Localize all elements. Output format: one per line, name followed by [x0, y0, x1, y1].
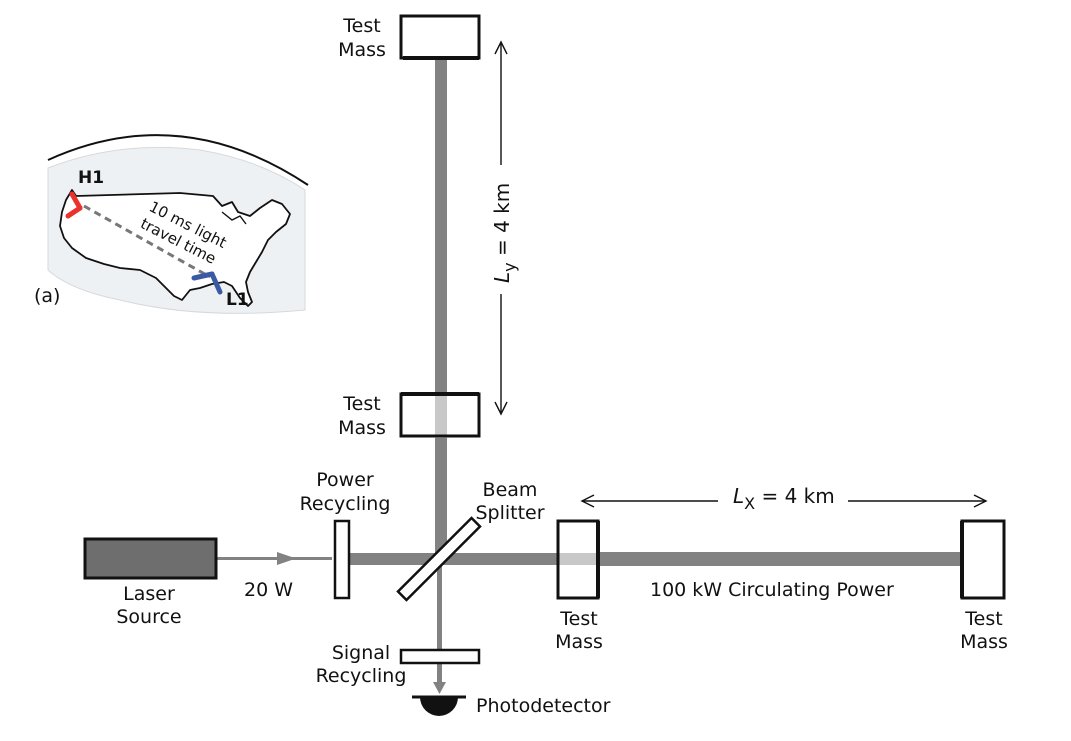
power-recycling-label-2: Recycling: [300, 493, 391, 515]
travel-time-dashed-line: [83, 204, 211, 279]
photodetector: [412, 695, 466, 716]
y-arm-beam: [435, 58, 447, 394]
l1-detector-marker: [191, 271, 223, 295]
beam-splitter: [396, 516, 482, 602]
h1-detector-marker: [65, 191, 83, 219]
output-beam: [437, 565, 442, 685]
lx-dimension: LX = 4 km: [580, 484, 988, 513]
laser-source-label-2: Source: [116, 606, 181, 628]
h1-label: H1: [78, 168, 104, 188]
x-arm-beam-through-mass: [558, 553, 598, 565]
laser-beams: [216, 58, 962, 694]
laser-source-label-1: Laser: [123, 583, 175, 605]
test-mass-y-end-label-1: Test: [342, 15, 380, 37]
test-mass-y-end: [399, 14, 481, 60]
l1-label: L1: [226, 290, 249, 310]
signal-recycling-label-1: Signal: [332, 642, 390, 664]
test-mass-y-end-label-2: Mass: [338, 39, 386, 61]
x-arm-beam: [598, 552, 962, 566]
input-beam: [216, 557, 332, 560]
test-mass-x-end: [960, 519, 1006, 600]
great-lakes: [221, 211, 247, 225]
y-arm-beam-lower: [435, 438, 447, 558]
input-power-label: 20 W: [244, 579, 293, 601]
photodetector-label: Photodetector: [476, 695, 611, 717]
lx-label: LX = 4 km: [733, 484, 835, 513]
ly-dimension: Ly = 4 km: [490, 40, 519, 416]
test-mass-y-input-label-1: Test: [342, 393, 380, 415]
panel-label: (a): [34, 285, 60, 307]
signal-recycling-mirror: [399, 648, 481, 665]
y-arm-beam-through-mass: [435, 394, 447, 438]
power-recycling-mirror: [333, 519, 351, 600]
earth-horizon-curve: [47, 134, 309, 186]
beam-splitter-label-1: Beam: [483, 479, 538, 501]
test-mass-x-input-label-1: Test: [559, 608, 597, 630]
ly-label: Ly = 4 km: [490, 183, 519, 283]
laser-source: [83, 537, 218, 580]
power-recycling-label-1: Power: [316, 469, 374, 491]
test-mass-y-input-label-2: Mass: [338, 417, 386, 439]
beam-splitter-label-2: Splitter: [475, 502, 544, 524]
test-mass-x-input-label-2: Mass: [555, 631, 603, 653]
signal-recycling-label-2: Recycling: [316, 665, 407, 687]
us-map-inset: H1 L1 10 ms light travel time (a): [34, 134, 309, 314]
circulating-power-label: 100 kW Circulating Power: [650, 579, 894, 601]
x-arm-beam-recycle: [348, 553, 558, 565]
output-beam-arrow: [433, 682, 446, 694]
test-mass-x-end-label-1: Test: [964, 608, 1002, 630]
test-mass-x-end-label-2: Mass: [960, 631, 1008, 653]
input-beam-arrow: [277, 552, 296, 565]
